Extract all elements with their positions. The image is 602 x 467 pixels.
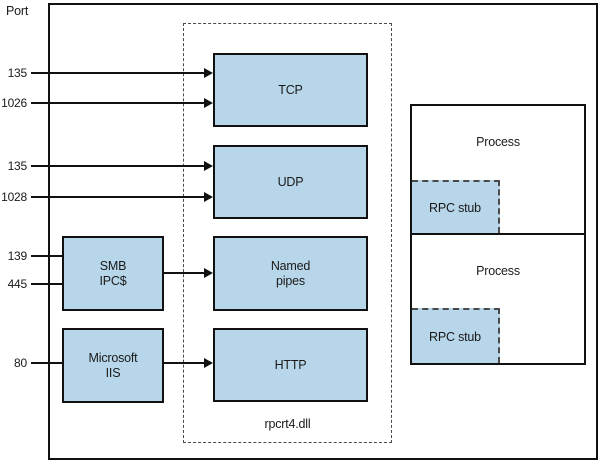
port-label-139: 139 [7, 249, 28, 263]
smb-line2: IPC$ [99, 273, 127, 288]
line-port139-smb [31, 255, 64, 257]
port-label-135-tcp: 135 [7, 66, 28, 80]
rpc-stub-box-2: RPC stub [412, 308, 500, 363]
protocol-box-named-pipes-label: Named pipes [271, 259, 310, 289]
port-axis-label: Port [6, 4, 29, 18]
rpcrt4-dll-container [183, 23, 392, 443]
service-box-iis-label: Microsoft IIS [89, 351, 138, 381]
iis-line2: IIS [105, 365, 121, 380]
named-pipes-line2: pipes [276, 273, 305, 288]
protocol-box-udp: UDP [213, 145, 368, 219]
named-pipes-line1: Named [270, 258, 311, 273]
process-box-2: Process RPC stub [410, 233, 586, 365]
arrowhead-iis-http [204, 358, 213, 368]
service-box-smb-ipc: SMB IPC$ [62, 236, 164, 311]
line-port80-iis [31, 362, 64, 364]
protocol-box-http: HTTP [213, 328, 368, 402]
protocol-box-named-pipes: Named pipes [213, 236, 368, 311]
rpcrt4-dll-label: rpcrt4.dll [264, 417, 311, 431]
arrow-line-port1028-udp [31, 196, 205, 198]
arrowhead-port1028-udp [204, 192, 213, 202]
port-label-135-udp: 135 [7, 159, 28, 173]
rpc-stub-1-label: RPC stub [429, 200, 481, 215]
protocol-box-tcp: TCP [213, 53, 368, 127]
protocol-box-udp-label: UDP [277, 174, 304, 189]
arrowhead-port135-udp [204, 161, 213, 171]
iis-line1: Microsoft [88, 350, 138, 365]
port-label-1028: 1028 [1, 190, 27, 204]
rpc-stub-box-1: RPC stub [412, 180, 500, 233]
port-label-445: 445 [7, 277, 28, 291]
arrow-line-smb-namedpipes [164, 272, 205, 274]
protocol-box-http-label: HTTP [274, 357, 307, 372]
process-2-label: Process [476, 264, 520, 278]
rpc-stub-2-label: RPC stub [429, 329, 481, 344]
service-box-smb-label: SMB IPC$ [100, 259, 127, 289]
arrow-line-iis-http [164, 362, 205, 364]
port-label-80: 80 [14, 356, 27, 370]
arrowhead-smb-namedpipes [204, 268, 213, 278]
arrow-line-port135-tcp [31, 72, 205, 74]
service-box-microsoft-iis: Microsoft IIS [62, 328, 164, 403]
port-label-1026: 1026 [1, 96, 27, 110]
line-port445-smb [31, 283, 64, 285]
arrow-line-port135-udp [31, 165, 205, 167]
protocol-box-tcp-label: TCP [278, 82, 303, 97]
arrowhead-port135-tcp [204, 68, 213, 78]
process-box-1: Process RPC stub [410, 104, 586, 235]
arrowhead-port1026-tcp [204, 98, 213, 108]
smb-line1: SMB [99, 258, 127, 273]
arrow-line-port1026-tcp [31, 102, 205, 104]
process-1-label: Process [476, 135, 520, 149]
